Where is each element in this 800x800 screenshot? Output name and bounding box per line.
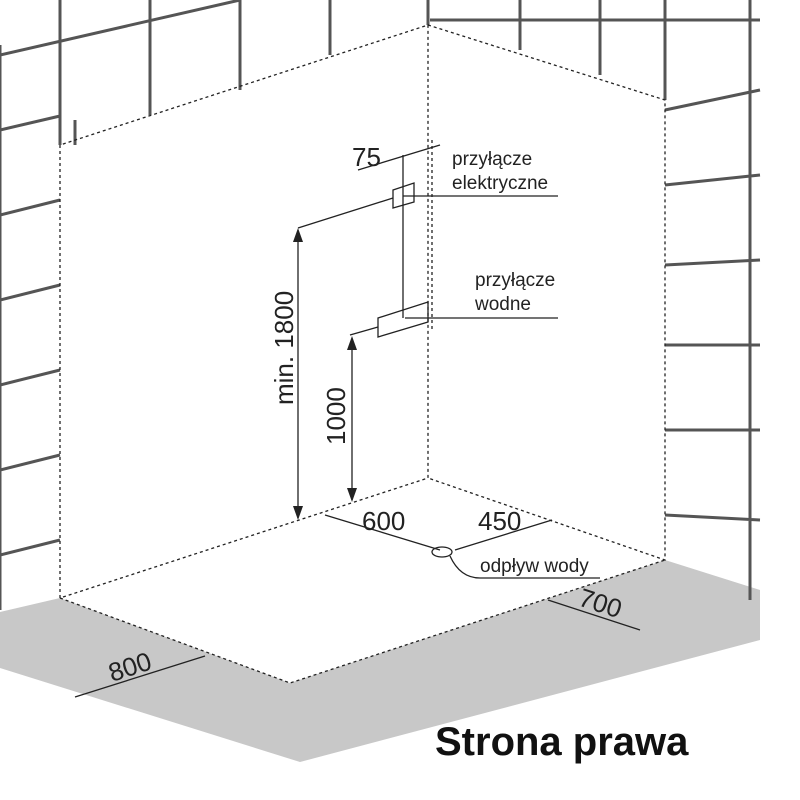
page-title: Strona prawa <box>435 720 689 764</box>
water-label-line1: przyłącze <box>475 270 555 291</box>
dimension-water-height: 1000 <box>321 387 351 445</box>
electrical-label-line1: przyłącze <box>452 149 532 170</box>
dimension-drain-y: 450 <box>478 506 521 536</box>
electrical-label-line2: elektryczne <box>452 173 548 194</box>
water-outlet-box <box>377 301 429 338</box>
room-outline <box>59 24 666 684</box>
installation-lines <box>74 140 641 698</box>
water-label-line2: wodne <box>474 294 531 315</box>
floor-gray-area <box>0 560 760 762</box>
dimension-drain-x: 600 <box>362 506 405 536</box>
electrical-socket-box <box>392 182 415 209</box>
dimension-offset: 75 <box>352 142 381 172</box>
wall-tiles <box>0 0 761 610</box>
drain-icon <box>431 546 453 558</box>
dimension-min-height: min. 1800 <box>269 291 299 405</box>
drain-label: odpływ wody <box>480 556 589 577</box>
